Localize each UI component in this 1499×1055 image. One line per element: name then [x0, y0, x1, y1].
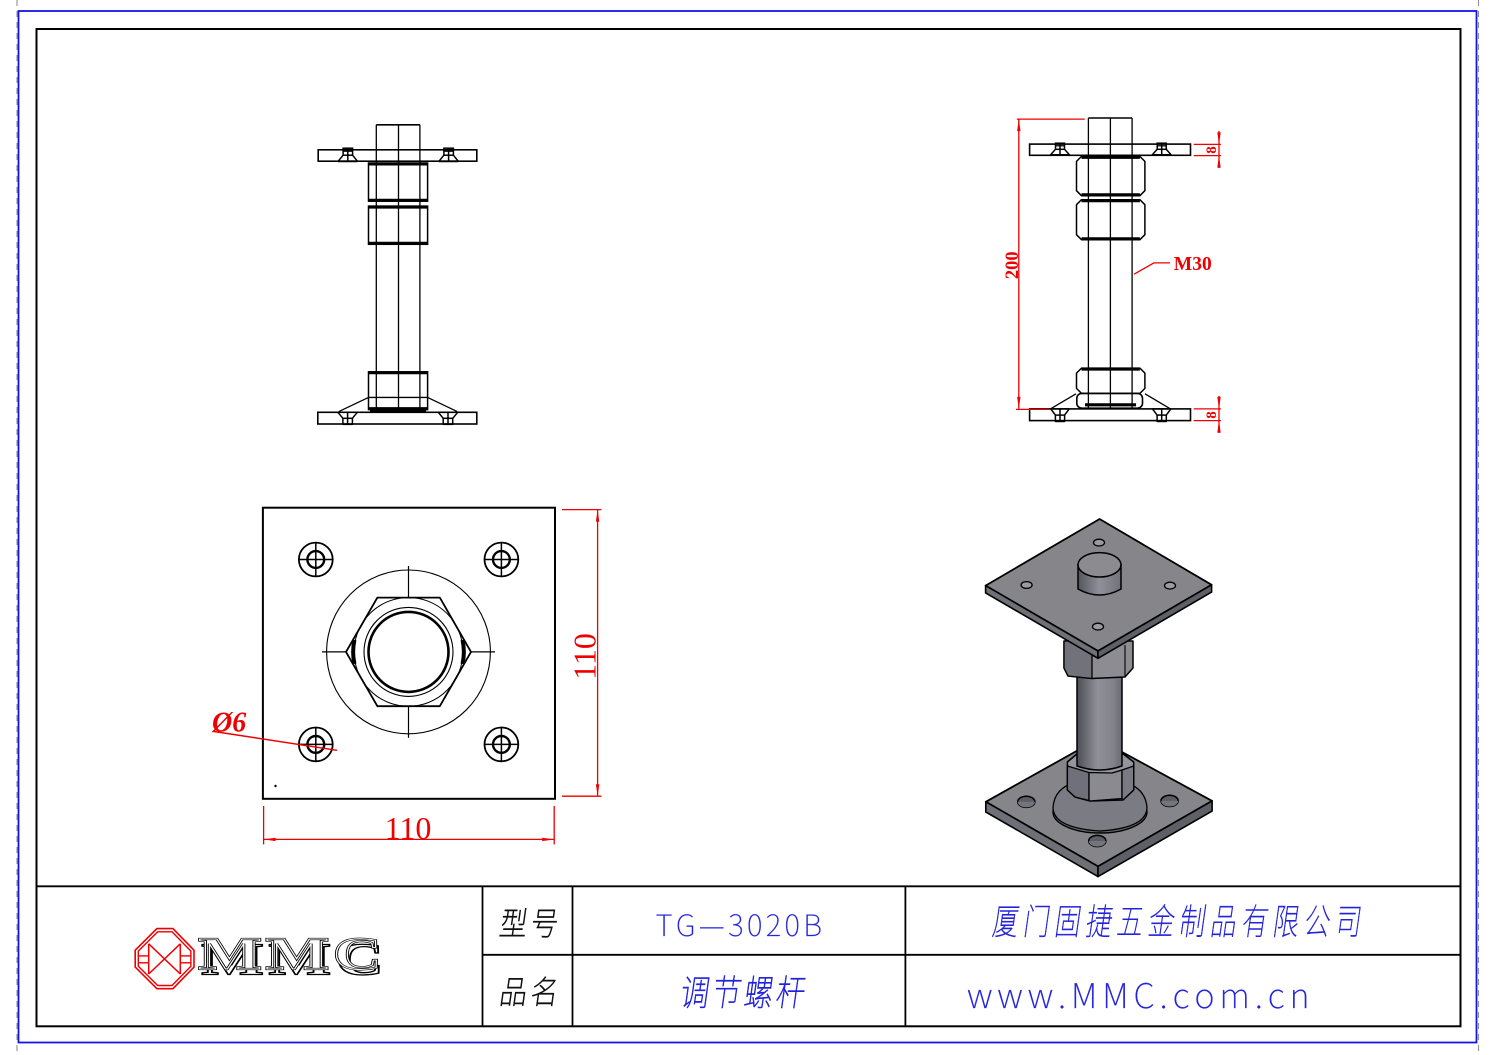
svg-text:8: 8 — [1204, 146, 1220, 154]
svg-text:MMC: MMC — [199, 929, 386, 980]
svg-text:110: 110 — [567, 633, 603, 680]
svg-text:110: 110 — [385, 810, 432, 846]
svg-text:M30: M30 — [1174, 254, 1212, 275]
svg-text:MMC: MMC — [199, 929, 386, 980]
svg-text:MMC: MMC — [201, 934, 388, 985]
svg-text:8: 8 — [1204, 411, 1220, 419]
svg-text:200: 200 — [1003, 251, 1023, 279]
